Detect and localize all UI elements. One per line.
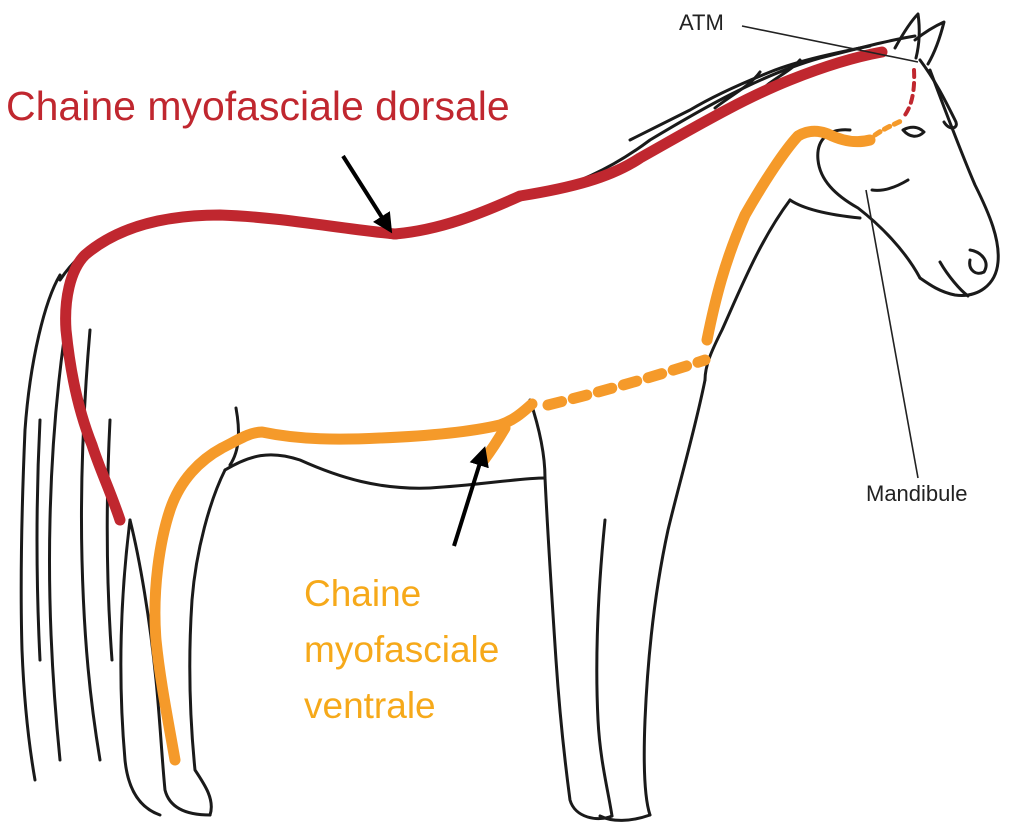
ventral-chain-label: Chaine myofasciale ventrale: [304, 566, 544, 734]
ventral-chain-label-line-3: ventrale: [304, 678, 544, 734]
tmj-label: ATM: [679, 10, 724, 36]
ventral-chain-label-line-2: myofasciale: [304, 622, 544, 678]
ventral-chain-label-line-1: Chaine: [304, 566, 544, 622]
dorsal-pointer-arrow-icon: [343, 156, 390, 230]
mandible-leader-line: [866, 190, 918, 478]
mandible-label: Mandibule: [866, 481, 968, 507]
dorsal-chain-label: Chaine myofasciale dorsale: [6, 82, 510, 130]
ventral-pointer-arrow-icon: [454, 450, 484, 546]
